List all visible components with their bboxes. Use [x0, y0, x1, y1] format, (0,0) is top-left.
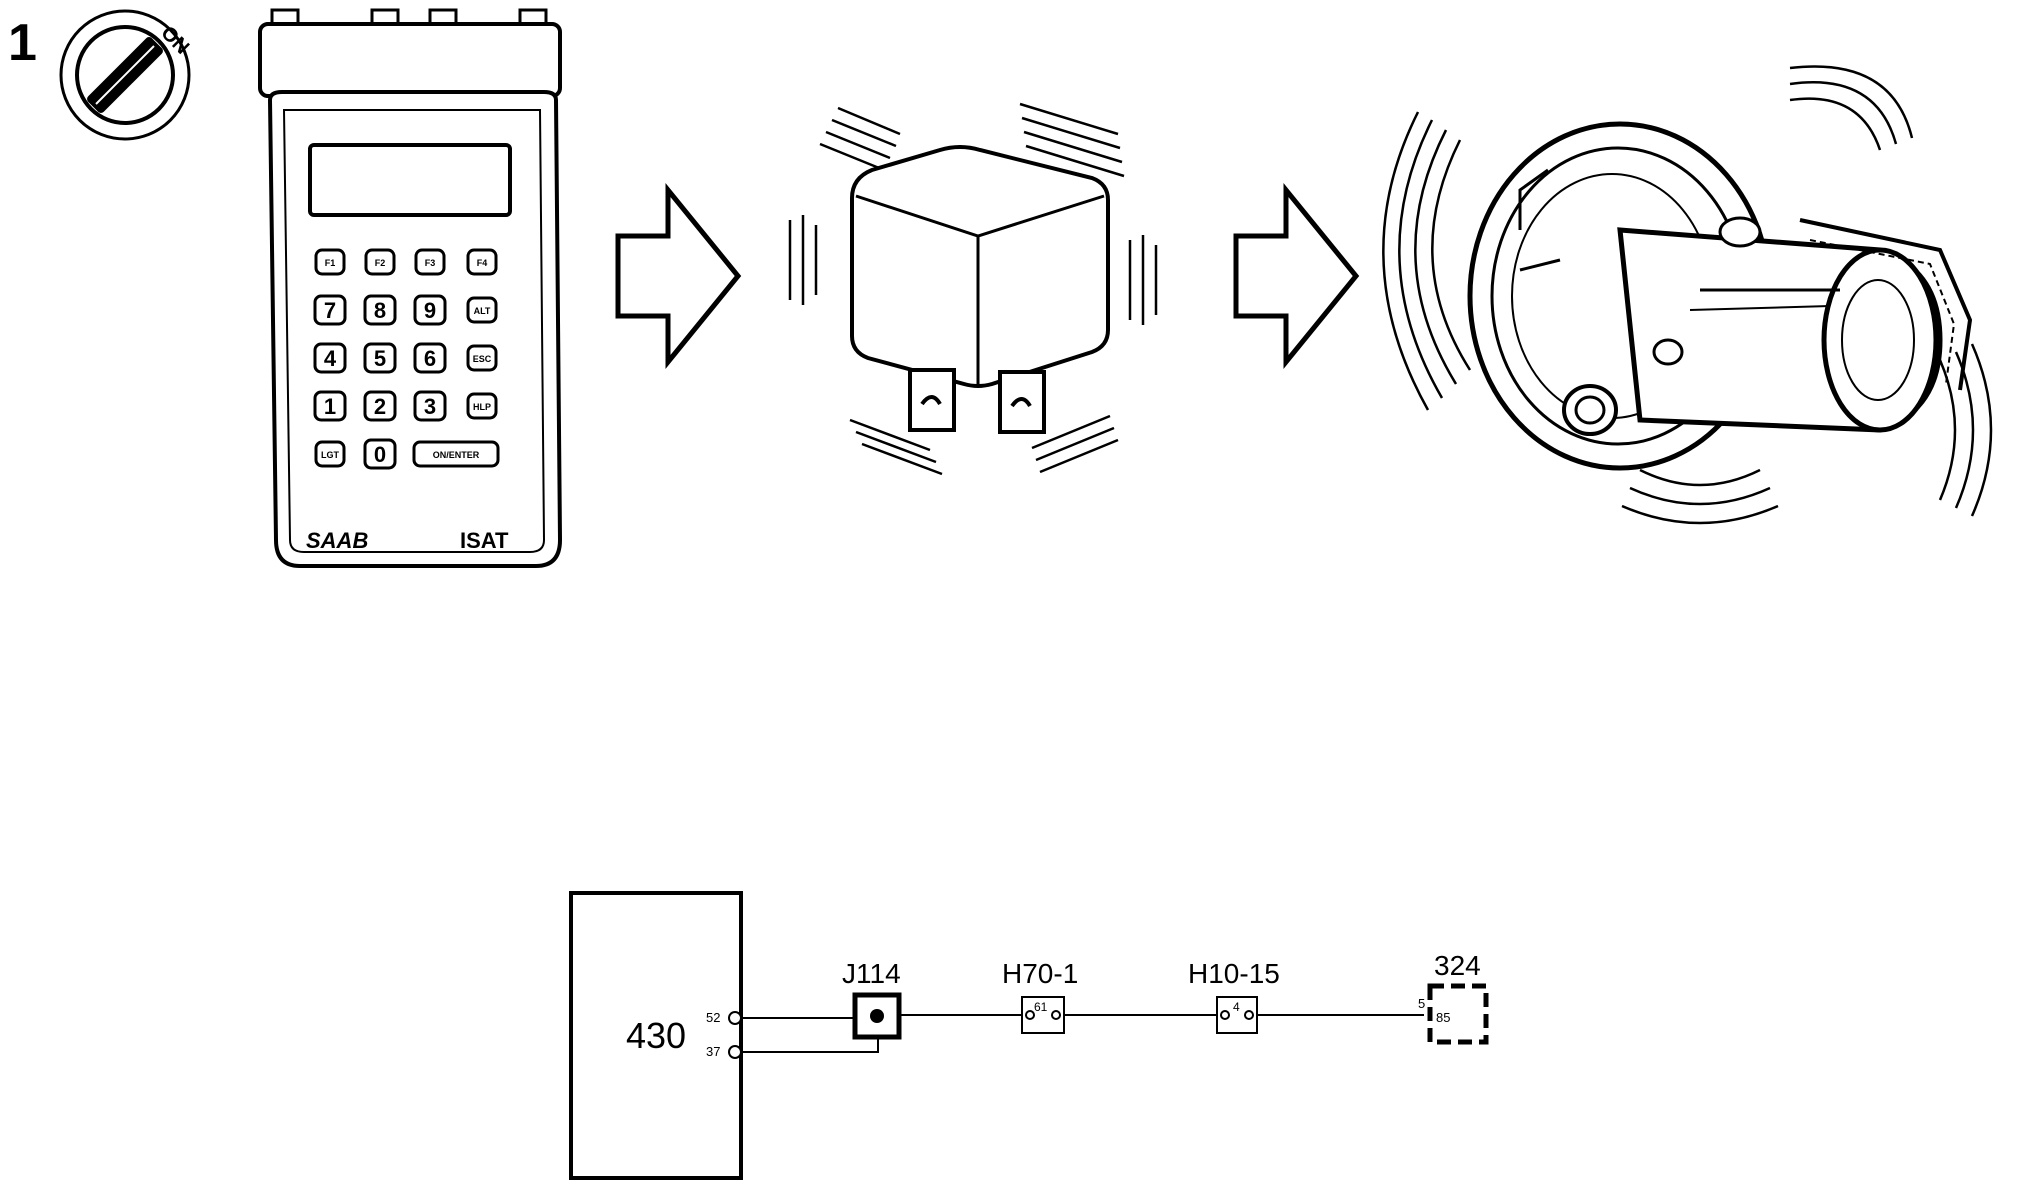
- tester-key: ALT: [466, 296, 498, 324]
- tester-key-label: F3: [425, 258, 436, 268]
- tester-key-label: F1: [325, 258, 336, 268]
- tester-key-label: ALT: [474, 306, 491, 316]
- tester-key-label: 8: [374, 298, 386, 323]
- tester-key: ON/ENTER: [412, 440, 500, 468]
- tester-key: 0: [363, 438, 397, 470]
- tester-key-label: 0: [374, 442, 386, 467]
- step-number: 1: [8, 14, 37, 72]
- ecu-pin-52: 52: [706, 1010, 720, 1025]
- tester-key-label: 1: [324, 394, 336, 419]
- ecu-box: [569, 891, 743, 1180]
- tester-key-label: ON/ENTER: [433, 450, 480, 460]
- ecu-pin-37: 37: [706, 1044, 720, 1059]
- tester-key-label: HLP: [473, 402, 491, 412]
- tester-key: 2: [363, 390, 397, 422]
- tester-key: ESC: [466, 344, 498, 372]
- tester-key: 5: [363, 342, 397, 374]
- air-pump-icon: [1382, 65, 1993, 525]
- connector-1-pin: 61: [1034, 1000, 1048, 1014]
- tester-key: 8: [363, 294, 397, 326]
- tester-key-label: 7: [324, 298, 336, 323]
- tester-key-label: 4: [324, 346, 337, 371]
- tester-key-label: 2: [374, 394, 386, 419]
- tester-key: 1: [313, 390, 347, 422]
- tester-key-label: 6: [424, 346, 436, 371]
- ignition-switch-icon: ON: [59, 9, 193, 141]
- tester-key: F3: [414, 248, 446, 276]
- component-pin-outer: 5: [1418, 996, 1425, 1011]
- connector-h10-15: [1216, 996, 1258, 1034]
- arrow-right-icon: [1233, 182, 1360, 370]
- tester-brand-label: SAAB: [306, 528, 368, 553]
- component-label: 324: [1434, 950, 1481, 981]
- tester-key: HLP: [466, 392, 498, 420]
- isat-tester-icon: F1 F2 F3 F4 7 8 9 ALT 4 5 6 ESC 1 2 3 HLP LGT 0 ON/ENTER S…: [258, 8, 563, 568]
- tester-key-label: ESC: [473, 354, 492, 364]
- connector-1-label: H70-1: [1002, 958, 1078, 989]
- wiring-diagram: 430 52 37 J114 61 H70-1 4 H10-15 5 85 32…: [569, 891, 1489, 1180]
- component-pin-inner: 85: [1436, 1010, 1450, 1025]
- tester-key-label: F4: [477, 258, 488, 268]
- tester-key-label: 3: [424, 394, 436, 419]
- tester-key: 6: [413, 342, 447, 374]
- tester-key: F2: [364, 248, 396, 276]
- tester-key: F4: [466, 248, 498, 276]
- tester-key: 9: [413, 294, 447, 326]
- arrow-right-icon: [615, 182, 742, 370]
- ecu-label: 430: [626, 1015, 686, 1056]
- tester-key: 7: [313, 294, 347, 326]
- tester-key-label: 9: [424, 298, 436, 323]
- tester-key-label: 5: [374, 346, 386, 371]
- junction-label: J114: [842, 958, 901, 989]
- tester-model-label: ISAT: [460, 528, 509, 553]
- tester-key: LGT: [314, 440, 346, 468]
- keypad: F1 F2 F3 F4 7 8 9 ALT 4 5 6 ESC 1 2 3 HLP LGT 0 ON/ENTER: [313, 248, 500, 470]
- tester-key-label: F2: [375, 258, 386, 268]
- tester-key: 4: [313, 342, 347, 374]
- connector-2-label: H10-15: [1188, 958, 1280, 989]
- relay-icon: [788, 102, 1158, 476]
- tester-key: 3: [413, 390, 447, 422]
- connector-2-pin: 4: [1233, 1000, 1240, 1014]
- component-324: [1427, 983, 1489, 1045]
- tester-key: F1: [314, 248, 346, 276]
- tester-key-label: LGT: [321, 450, 339, 460]
